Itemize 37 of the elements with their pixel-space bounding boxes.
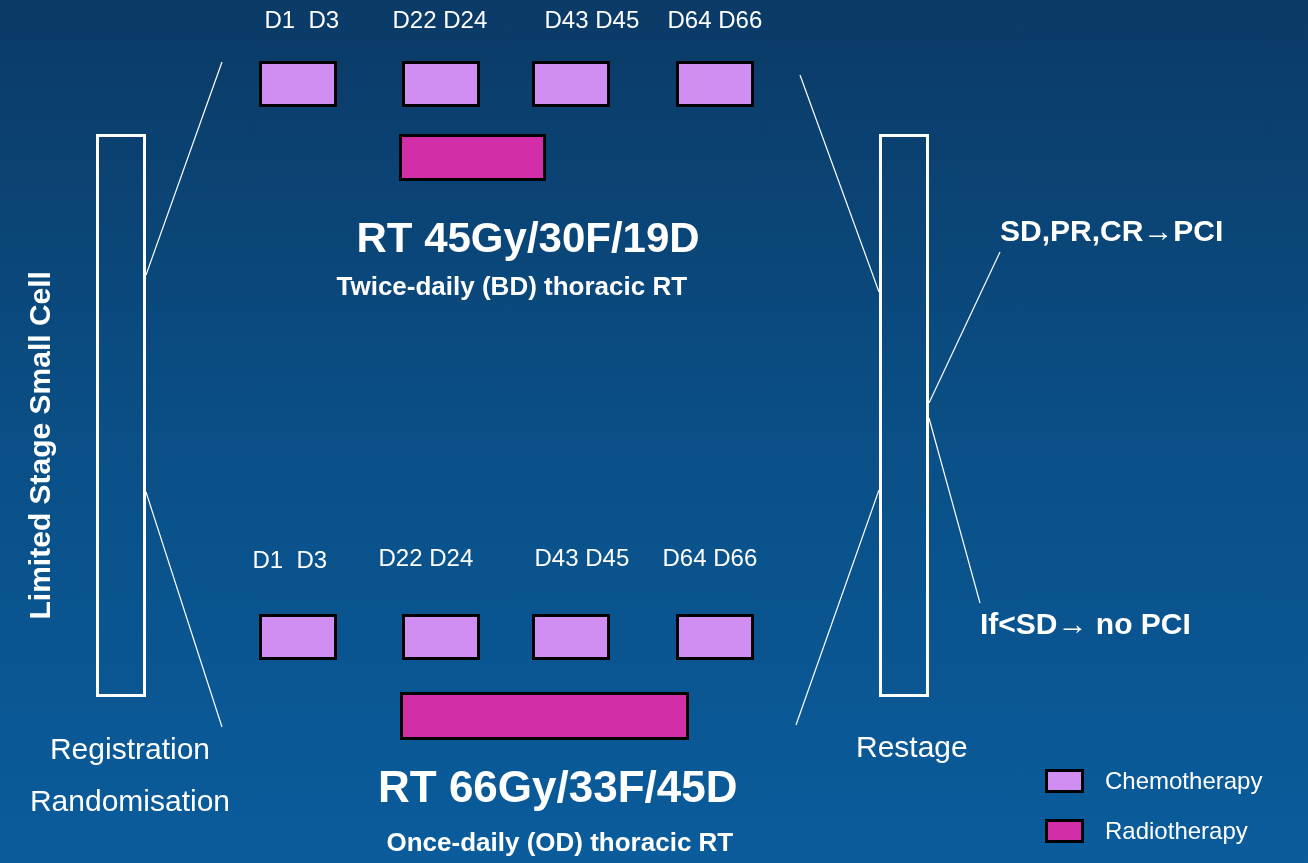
connector-line [799,74,880,293]
day-label: D43 D45 [544,6,640,34]
dose-heading: RT 45Gy/30F/19D [356,214,700,263]
stage-bar [879,134,929,697]
chemotherapy-block [532,61,610,107]
day-label: D1 D3 [252,546,328,574]
outcome-text: SD,PR,CR→PCI [1000,210,1280,252]
connector-line [145,61,223,276]
schedule-subtitle: Twice-daily (BD) thoracic RT [336,272,688,302]
chemotherapy-block [259,614,337,660]
bar-caption: Restage [856,729,968,764]
chemotherapy-block [676,614,754,660]
connector-line [928,417,981,604]
day-label: D43 D45 [534,544,630,572]
chemotherapy-block [402,614,480,660]
chemotherapy-block [676,61,754,107]
day-label: D64 D66 [662,544,758,572]
chemotherapy-block [532,614,610,660]
bar-caption: Registration Randomisation [28,730,232,819]
connector-line [795,489,880,726]
day-label: D22 D24 [392,6,488,34]
radiotherapy-block [399,134,546,181]
chemotherapy-block [259,61,337,107]
dose-heading: RT 66Gy/33F/45D [378,761,738,813]
outcome-text: If<SD→ no PCI [980,603,1245,645]
legend-label: Chemotherapy [1105,767,1263,795]
schedule-subtitle: Once-daily (OD) thoracic RT [386,828,734,858]
stage-bar [96,134,146,697]
legend-label: Radiotherapy [1105,817,1248,845]
day-label: D64 D66 [667,6,763,34]
radiotherapy-block [400,692,689,740]
chemotherapy-block [402,61,480,107]
day-label: D1 D3 [264,6,340,34]
connector-line [928,251,1001,404]
side-label: Limited Stage Small Cell [22,270,57,619]
connector-line [145,491,223,728]
day-label: D22 D24 [378,544,474,572]
